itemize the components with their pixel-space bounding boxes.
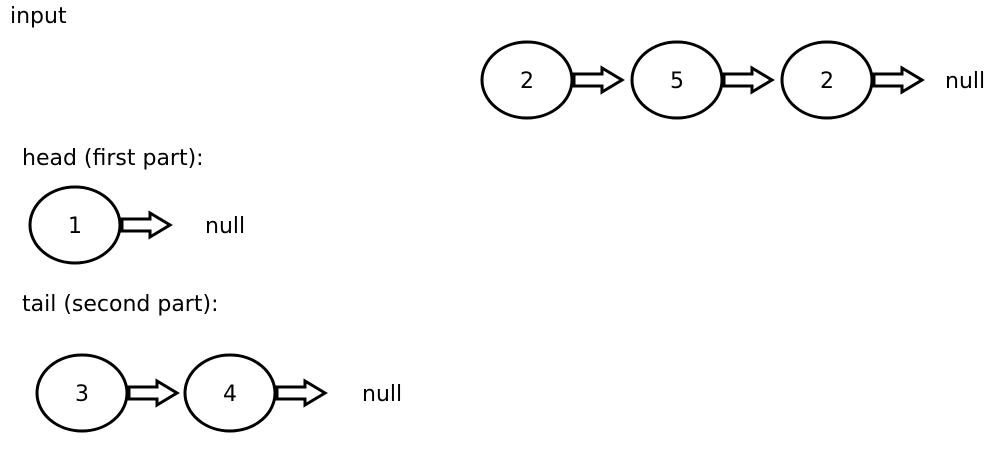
head-label: head (first part):: [22, 146, 204, 171]
node-circle: [28, 185, 122, 265]
node-circle: [630, 40, 724, 120]
null-label: null: [945, 69, 985, 94]
node-circle: [183, 353, 277, 433]
node-circle: [480, 40, 574, 120]
input-label: input: [10, 4, 67, 29]
node-value: 1: [68, 214, 82, 239]
node-circle: [780, 40, 874, 120]
node-value: 2: [820, 69, 834, 94]
next-arrow: [572, 65, 625, 95]
tail-label: tail (second part):: [22, 292, 219, 317]
next-arrow: [127, 378, 180, 408]
next-arrow: [722, 65, 775, 95]
node-value: 2: [520, 69, 534, 94]
node-value: 4: [223, 382, 237, 407]
next-arrow: [120, 210, 173, 240]
next-arrow: [872, 65, 925, 95]
next-arrow: [275, 378, 328, 408]
node-circle: [35, 353, 129, 433]
node-value: 5: [670, 69, 684, 94]
null-label: null: [362, 382, 402, 407]
node-value: 3: [75, 382, 89, 407]
null-label: null: [205, 214, 245, 239]
